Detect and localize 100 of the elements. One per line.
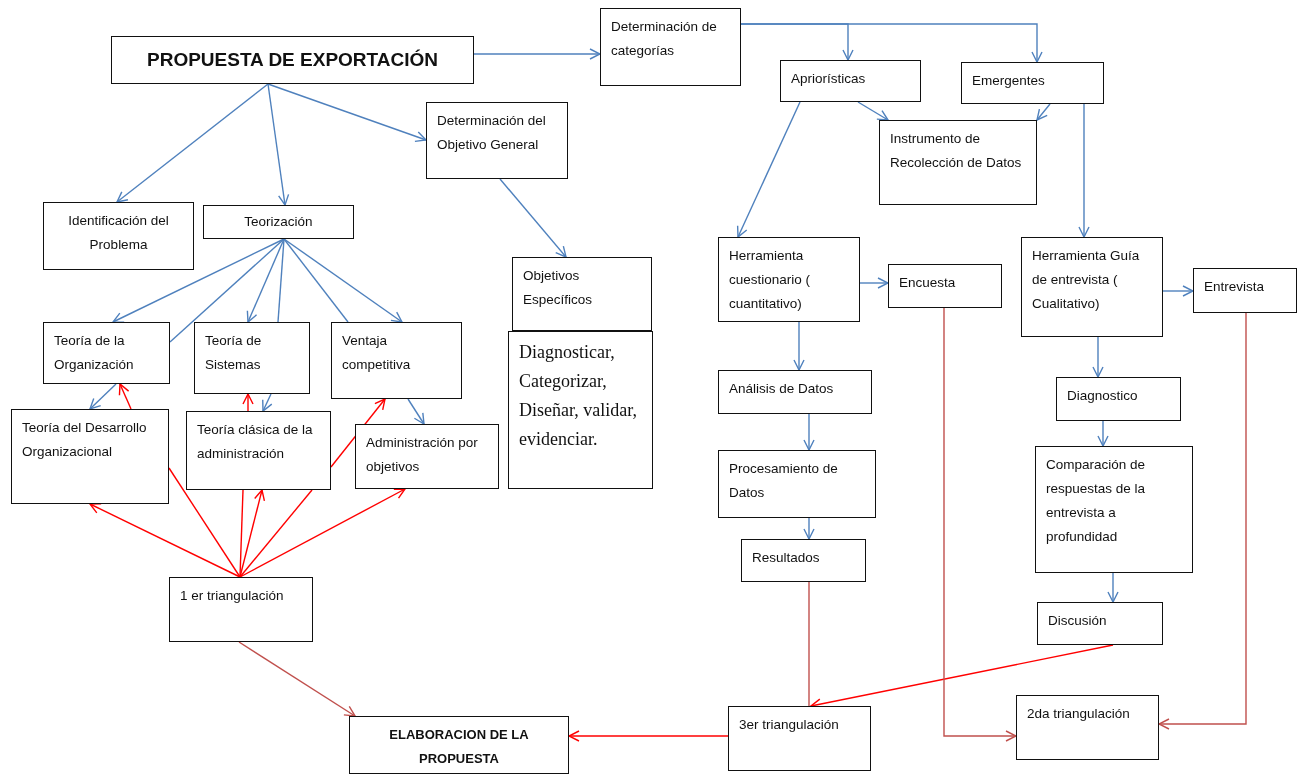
arrow: [499, 178, 567, 258]
arrow: [568, 730, 729, 742]
node-label: Teoría de la Organización: [54, 332, 135, 374]
arrow: [736, 101, 801, 238]
node-label: 1 er triangulación: [180, 587, 285, 605]
node-label: Entrevista: [1204, 278, 1266, 296]
process-box: [1021, 237, 1163, 337]
node-label: Encuesta: [899, 274, 957, 292]
arrow: [89, 503, 241, 578]
arrow: [1078, 103, 1090, 238]
node-label: Instrumento de Recolección de Datos: [890, 130, 1023, 172]
arrow: [283, 238, 403, 323]
node-label: Análisis de Datos: [729, 380, 835, 398]
process-box: [1016, 695, 1159, 760]
arrow: [857, 101, 889, 121]
process-box: [194, 322, 310, 394]
text-box: [508, 331, 653, 489]
arrow: [267, 83, 427, 143]
arrow: [803, 413, 815, 451]
connector-line: [168, 467, 241, 578]
connector-line: [169, 238, 285, 343]
arrow: [1036, 103, 1051, 121]
process-box: [718, 237, 860, 322]
process-box: [169, 577, 313, 642]
arrow: [89, 383, 117, 410]
process-box: [728, 706, 871, 771]
process-box: [600, 8, 741, 86]
arrow: [473, 48, 601, 60]
process-box: [961, 62, 1104, 104]
node-label: Ventaja competitiva: [342, 332, 412, 374]
node-label: Emergentes: [972, 72, 1046, 90]
process-box: [780, 60, 921, 102]
arrow: [238, 641, 356, 717]
arrow: [1107, 572, 1119, 603]
arrow: [1158, 312, 1247, 730]
process-box: [43, 322, 170, 384]
connector-line: [277, 238, 285, 323]
title-box: [111, 36, 474, 84]
connector-line: [239, 489, 244, 578]
node-label: Teoría clásica de la administración: [197, 421, 314, 463]
process-box: [349, 716, 569, 774]
connector-line: [283, 238, 349, 323]
node-label: Resultados: [752, 549, 821, 567]
node-label: Objetivos Específicos: [523, 267, 594, 309]
process-box: [355, 424, 499, 489]
arrow: [740, 23, 1043, 63]
arrow: [239, 489, 266, 578]
arrow: [793, 321, 805, 371]
node-label: Teorización: [244, 213, 313, 231]
node-label: Determinación de categorías: [611, 18, 718, 60]
arrow: [803, 517, 815, 540]
arrow: [246, 238, 285, 323]
process-box: [43, 202, 194, 270]
process-box: [1056, 377, 1181, 421]
node-label: Diagnostico: [1067, 387, 1139, 405]
process-box: [331, 322, 462, 399]
process-box: [1037, 602, 1163, 645]
arrow: [1092, 336, 1104, 378]
process-box: [888, 264, 1002, 308]
node-label: Procesamiento de Datos: [729, 460, 839, 502]
node-label: Herramienta cuestionario ( cuantitativo): [729, 247, 812, 313]
process-box: [1193, 268, 1297, 313]
arrow: [267, 83, 290, 206]
arrow: [239, 488, 406, 578]
process-box: [11, 409, 169, 504]
arrow: [859, 277, 889, 289]
arrow: [1097, 420, 1109, 447]
node-label: Teoría del Desarrollo Organizacional: [22, 419, 148, 461]
process-box: [718, 370, 872, 414]
node-label: ELABORACION DE LA PROPUESTA: [388, 726, 530, 768]
node-label: Apriorísticas: [791, 70, 867, 88]
arrow: [112, 238, 285, 323]
connector-line: [239, 489, 313, 578]
process-box: [186, 411, 331, 490]
process-box: [741, 539, 866, 582]
node-label: Administración por objetivos: [366, 434, 479, 476]
process-box: [426, 102, 568, 179]
process-box: [512, 257, 652, 331]
arrow: [116, 83, 269, 203]
node-label: Herramienta Guía de entrevista ( Cualitativo): [1032, 247, 1141, 313]
node-label: 2da triangulación: [1027, 705, 1131, 723]
arrow: [262, 393, 273, 412]
node-label: Diagnosticar, Categorizar, Diseñar, validar, evidenciar.: [519, 341, 638, 451]
node-label: Determinación del Objetivo General: [437, 112, 547, 154]
node-label: Identificación del Problema: [67, 212, 170, 254]
arrow: [407, 398, 425, 425]
node-label: Discusión: [1048, 612, 1108, 630]
process-box: [879, 120, 1037, 205]
arrow: [943, 307, 1017, 742]
node-label: Comparación de respuestas de la entrevista a profundidad: [1046, 456, 1147, 546]
process-box: [718, 450, 876, 518]
arrow: [242, 393, 254, 412]
process-box: [203, 205, 354, 239]
node-label: PROPUESTA DE EXPORTACIÓN: [147, 48, 438, 72]
node-label: Teoría de Sistemas: [205, 332, 263, 374]
node-label: 3er triangulación: [739, 716, 840, 734]
connector-line: [808, 581, 810, 707]
process-box: [1035, 446, 1193, 573]
arrow: [118, 383, 132, 410]
arrow: [1162, 285, 1194, 297]
